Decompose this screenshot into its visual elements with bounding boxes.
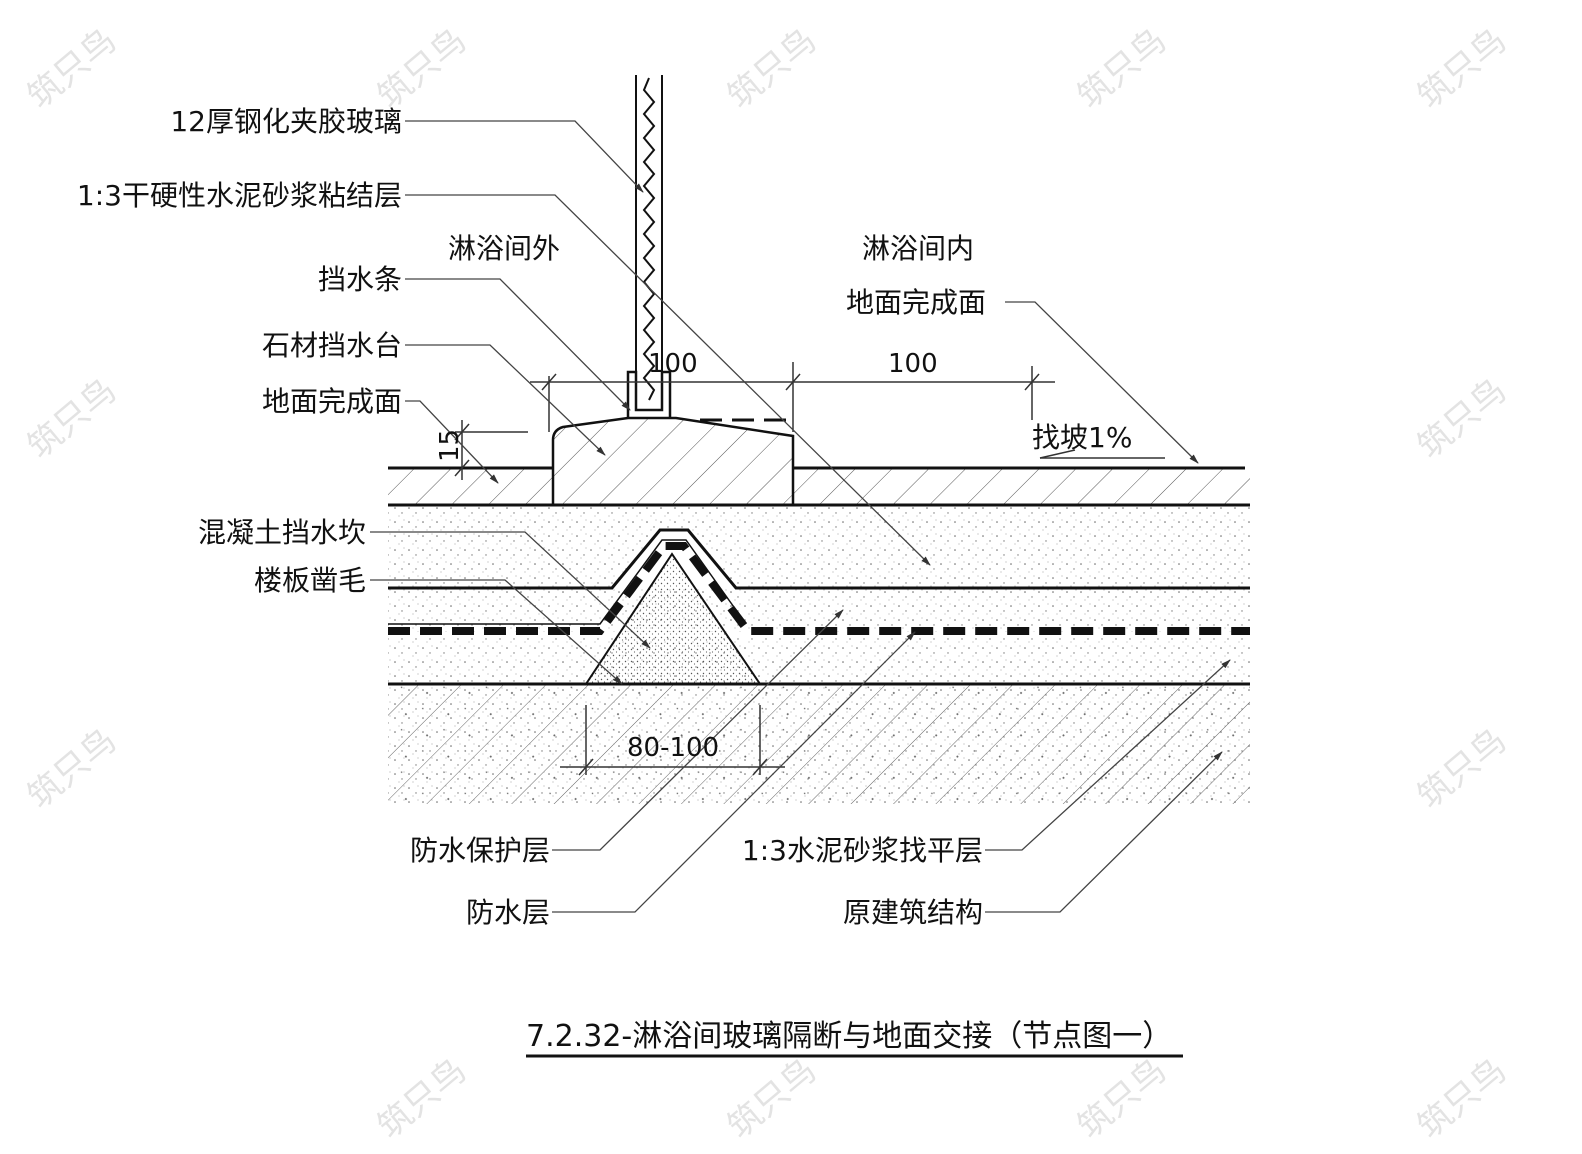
leveling-layer bbox=[388, 636, 1250, 684]
dim-15: 15 bbox=[435, 429, 465, 462]
label-slope: 找坡1% bbox=[1032, 421, 1132, 454]
label-outside: 淋浴间外 bbox=[448, 232, 560, 265]
label-inside: 淋浴间内 bbox=[862, 232, 974, 265]
drawing-title: 7.2.32-淋浴间玻璃隔断与地面交接（节点图一） bbox=[526, 1019, 1172, 1054]
label-stone-sill: 石材挡水台 bbox=[262, 329, 402, 362]
label-concrete-curb: 混凝土挡水坎 bbox=[198, 516, 366, 549]
bond-mortar-layer bbox=[388, 505, 1250, 588]
protect-layer-fill bbox=[388, 588, 1250, 632]
label-water-strip: 挡水条 bbox=[318, 263, 402, 296]
watermark: 筑只鸟 bbox=[1070, 21, 1174, 117]
dim-right-100: 100 bbox=[888, 349, 938, 379]
watermark: 筑只鸟 bbox=[1410, 1051, 1514, 1147]
watermark: 筑只鸟 bbox=[20, 721, 124, 817]
watermark: 筑只鸟 bbox=[1410, 21, 1514, 117]
label-slab-rough: 楼板凿毛 bbox=[254, 564, 366, 597]
label-structure: 原建筑结构 bbox=[843, 896, 983, 929]
dim-left-100: 100 bbox=[648, 349, 698, 379]
watermark: 筑只鸟 bbox=[20, 371, 124, 467]
watermark: 筑只鸟 bbox=[370, 1051, 474, 1147]
dimension-lines bbox=[454, 362, 1055, 776]
waterproof-membrane bbox=[388, 542, 1250, 635]
slope-arrow bbox=[1039, 449, 1076, 459]
label-glass: 12厚钢化夹胶玻璃 bbox=[170, 105, 402, 138]
label-leveling-layer: 1:3水泥砂浆找平层 bbox=[742, 834, 983, 867]
stone-sill bbox=[551, 416, 795, 507]
leader-lines bbox=[370, 120, 1231, 913]
floor-finish-right bbox=[793, 468, 1250, 505]
watermark: 筑只鸟 bbox=[370, 21, 474, 117]
floor-finish-left bbox=[388, 468, 553, 505]
structure-dots bbox=[388, 684, 1250, 804]
watermark: 筑只鸟 bbox=[1410, 371, 1514, 467]
watermark: 筑只鸟 bbox=[1410, 721, 1514, 817]
watermark: 筑只鸟 bbox=[1070, 1051, 1174, 1147]
protect-line bbox=[388, 539, 747, 625]
label-floor-left: 地面完成面 bbox=[262, 385, 402, 418]
dim-80-100: 80-100 bbox=[627, 733, 719, 763]
label-waterproof-layer: 防水层 bbox=[466, 896, 550, 929]
layer-lines bbox=[388, 466, 1250, 686]
label-bond-layer: 1:3干硬性水泥砂浆粘结层 bbox=[77, 179, 402, 212]
watermark: 筑只鸟 bbox=[720, 21, 824, 117]
watermark: 筑只鸟 bbox=[720, 1051, 824, 1147]
label-floor-right: 地面完成面 bbox=[846, 286, 986, 319]
watermark: 筑只鸟 bbox=[20, 21, 124, 117]
label-protect-layer: 防水保护层 bbox=[410, 834, 550, 867]
glass-panel bbox=[626, 75, 672, 418]
